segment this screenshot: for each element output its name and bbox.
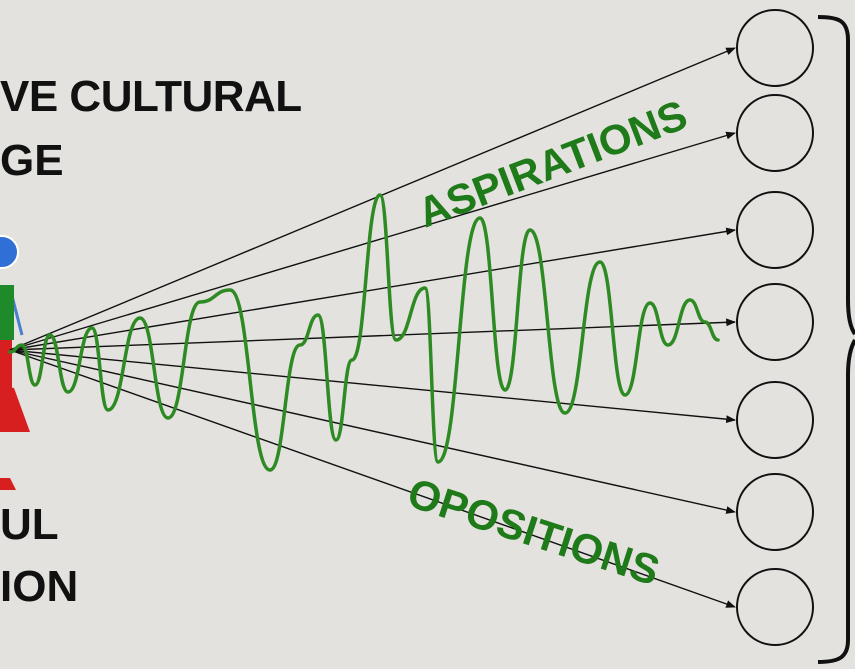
right-braces: [817, 15, 855, 664]
target-circle-5: [736, 381, 814, 459]
arrow-4: [9, 318, 736, 351]
target-circle-4: [736, 283, 814, 361]
brace-lower: [817, 338, 855, 664]
aspirations-label: ASPIRATIONS: [411, 91, 693, 237]
target-circle-1: [736, 9, 814, 87]
person-torso-red: [0, 340, 12, 390]
target-circle-2: [736, 94, 814, 172]
arrow-5: [9, 349, 736, 424]
arrow-1: [9, 47, 736, 351]
arrow-group: [9, 47, 736, 608]
arrow-2: [9, 131, 736, 351]
person-head: [0, 235, 19, 269]
arrow-7: [9, 349, 736, 608]
target-circle-7: [736, 568, 814, 646]
person-leg-red: [0, 385, 30, 432]
bottom-text-line-1: UL: [0, 500, 59, 549]
person-foot-red: [0, 478, 16, 490]
target-circle-3: [736, 191, 814, 269]
arrow-3: [9, 227, 736, 351]
green-wave: [8, 193, 720, 472]
heading-line-1: VE CULTURAL: [0, 72, 302, 121]
brace-upper: [817, 15, 855, 336]
person-torso-green: [0, 285, 14, 340]
bottom-text-line-2: ION: [0, 562, 79, 611]
target-circles: [736, 9, 814, 646]
arrow-6: [9, 349, 736, 514]
person-figure: [0, 235, 30, 490]
heading-line-2: GE: [0, 136, 64, 185]
target-circle-6: [736, 473, 814, 551]
